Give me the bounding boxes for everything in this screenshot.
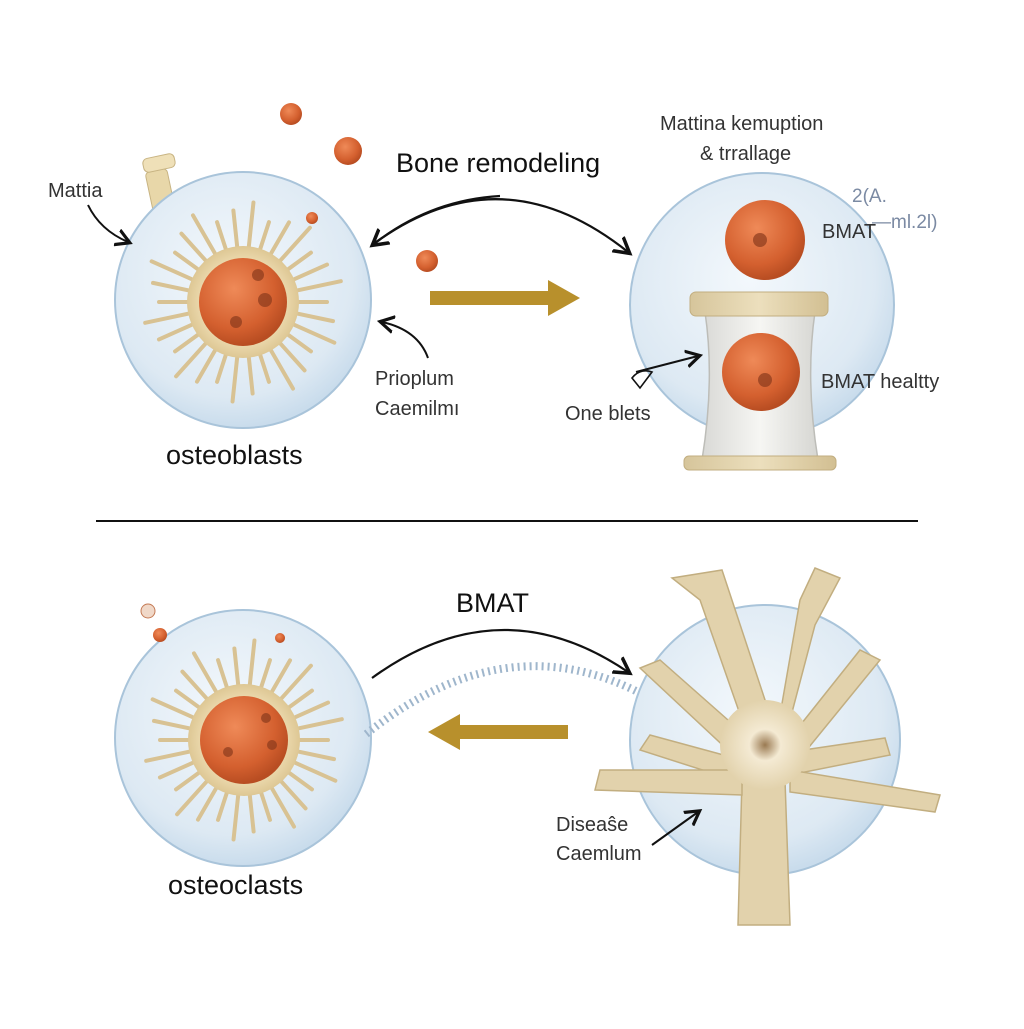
bmat-cell-healthy (722, 333, 800, 411)
cell-spikes (143, 200, 343, 404)
cell-spike (274, 225, 312, 267)
label-annot-2a: 2(A. (852, 186, 887, 207)
gold-arrow-right (430, 280, 580, 316)
cell-spike (286, 320, 337, 345)
osteoblast-cell (114, 153, 372, 429)
cell-spike (289, 279, 343, 294)
curved-arrow-bottom (371, 628, 628, 679)
label-caemlum: Caemlum (556, 843, 642, 865)
cell-spike (149, 259, 200, 284)
label-bone-remodeling: Bone remodeling (396, 148, 601, 178)
cell-spike (232, 646, 241, 693)
label-mattia: Mattia (48, 180, 103, 202)
bone-branches (594, 567, 941, 926)
cell-spike (157, 758, 201, 780)
cell-spike (266, 343, 295, 391)
cell-nucleus (200, 696, 288, 784)
diseased-bone-unit (594, 567, 941, 926)
label-caemilmi: Caemilmı (375, 398, 460, 420)
dashed-return-arrow (362, 662, 675, 739)
curved-arrow-top (371, 198, 628, 252)
bone-column-base-plate (683, 455, 837, 471)
cell-spike (174, 337, 212, 379)
floating-particles-top (280, 103, 438, 272)
cell-spike (267, 781, 296, 829)
cell-spike (151, 280, 197, 294)
label-prioplum: Prioplum (375, 368, 454, 390)
bone-column-top-plate (689, 291, 829, 317)
cell-spike (247, 787, 256, 834)
cell-spike (290, 748, 336, 762)
label-bmat-top: BMAT (822, 221, 877, 243)
label-mattina-line1: Mattina kemuption (660, 113, 824, 135)
label-osteoclasts: osteoclasts (168, 870, 304, 900)
cell-spike (266, 220, 291, 261)
floating-particles-bottom (140, 603, 285, 643)
cell-spike (286, 262, 330, 284)
disease-pointer-arrow (651, 812, 698, 846)
cell-spike (287, 758, 338, 783)
cell-spike (267, 658, 292, 699)
label-bmat-bottom: BMAT (456, 588, 529, 618)
cell-spike (287, 700, 331, 722)
label-bmat-healthy: BMAT healtty (821, 371, 940, 393)
label-osteoblasts: osteoblasts (166, 440, 303, 470)
mattia-pointer-arrow (87, 204, 128, 242)
cell-spike (144, 748, 198, 763)
cell-spike (179, 231, 212, 267)
cell-spike (152, 718, 198, 732)
cell-spike (275, 775, 308, 811)
tube-cap (142, 153, 176, 173)
cell-spike (143, 310, 197, 325)
label-disease: Diseaŝe (556, 814, 629, 836)
cell-spike (246, 349, 255, 396)
cell-spike (230, 349, 240, 404)
bone-column-unit (629, 172, 895, 471)
cell-spike (192, 651, 221, 699)
cell-spike (231, 208, 240, 255)
bone-core (720, 700, 810, 790)
cell-spike (247, 638, 257, 693)
cell-nucleus (199, 258, 287, 346)
osteoclast-cell (114, 609, 372, 867)
cell-spike (289, 310, 335, 324)
label-mattina-line2: & trrallage (700, 143, 792, 165)
cell-spike (231, 787, 241, 842)
cell-spike (275, 663, 313, 705)
label-one-blets: One blets (565, 403, 651, 425)
cell-spike (290, 717, 344, 732)
one-blets-pointer-arrow (635, 356, 698, 373)
prioplum-pointer-arrow (382, 322, 429, 359)
cell-spike (196, 781, 221, 822)
cell-spike (175, 775, 213, 817)
cell-spike (274, 337, 307, 373)
cell-spike (191, 213, 220, 261)
gold-arrow-left (428, 714, 568, 750)
cell-spike (150, 697, 201, 722)
curved-arrow-top-back (374, 194, 501, 244)
cell-spike (180, 669, 213, 705)
cell-spike (246, 200, 256, 255)
label-annot-ml2: —ml.2l) (872, 212, 938, 233)
cell-spike (156, 320, 200, 342)
cell-spike (195, 343, 220, 384)
